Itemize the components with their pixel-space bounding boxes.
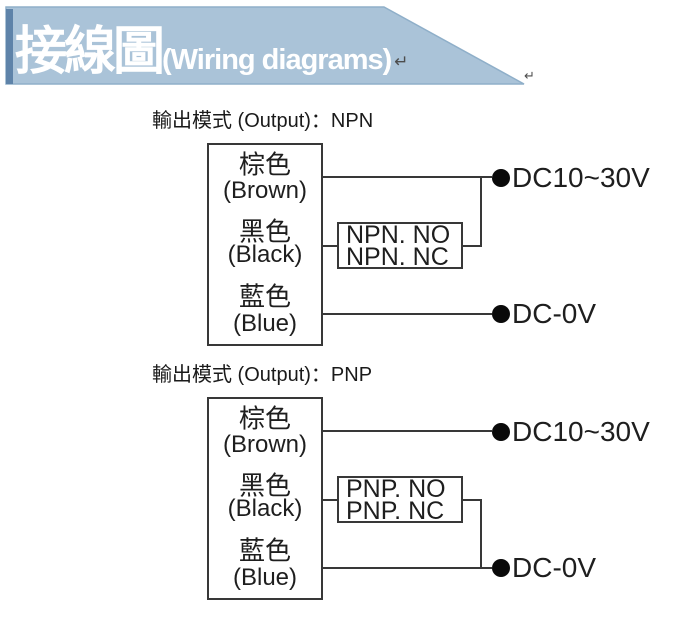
banner-left-edge	[6, 9, 13, 84]
output-mode-line-no: PNP. NO	[346, 474, 446, 503]
return-mark-icon: ↵	[394, 52, 409, 71]
banner-title: 接線圖 (Wiring diagrams) ↵	[15, 26, 409, 78]
wire-label-blue-en: (Blue)	[232, 564, 298, 591]
wire-label-brown-en: (Brown)	[222, 431, 307, 458]
wire-label-brown-cjk: 棕色	[238, 149, 291, 180]
output-mode-box: PNP. NO PNP. NC	[337, 476, 463, 523]
wire-black-line	[323, 245, 339, 247]
terminal-dot-negative-icon	[492, 305, 510, 323]
wire-label-black-en: (Black)	[227, 495, 303, 522]
banner-title-en: (Wiring diagrams)	[162, 44, 392, 76]
wire-label-blue-cjk: 藍色	[238, 535, 291, 566]
output-mode-line-nc: NPN. NC	[346, 242, 449, 271]
wire-label-blue-en: (Blue)	[232, 310, 298, 337]
wiring-diagram-pnp: 輸出模式 (Output)：PNP 棕色 (Brown) 黑色 (Black) …	[0, 254, 676, 606]
wire-label-brown-cjk: 棕色	[238, 403, 291, 434]
wire-brown-line	[323, 430, 492, 432]
wire-blue-line	[323, 313, 492, 315]
output-connector-vertical	[480, 500, 482, 569]
wire-label-brown-en: (Brown)	[222, 177, 307, 204]
output-mode-box: NPN. NO NPN. NC	[337, 222, 463, 269]
output-mode-line-nc: PNP. NC	[346, 496, 445, 525]
output-connector-horizontal	[460, 245, 482, 247]
wire-label-black-cjk: 黑色	[238, 216, 291, 247]
wiring-diagram-npn: 輸出模式 (Output)：NPN 棕色 (Brown) 黑色 (Black) …	[152, 110, 650, 346]
terminal-label-positive: DC10~30V	[512, 162, 650, 193]
sensor-box	[207, 397, 323, 600]
wire-label-black-cjk: 黑色	[238, 470, 291, 501]
output-connector-vertical	[480, 178, 482, 247]
wire-black-line	[323, 499, 339, 501]
terminal-dot-negative-icon	[492, 559, 510, 577]
section-heading: 輸出模式 (Output)：PNP	[152, 364, 373, 386]
output-connector-horizontal	[460, 499, 482, 501]
banner-title-cjk: 接線圖	[15, 23, 165, 81]
terminal-dot-positive-icon	[492, 169, 510, 187]
section-heading: 輸出模式 (Output)：NPN	[152, 110, 374, 132]
wire-label-black-en: (Black)	[227, 241, 303, 268]
output-mode-line-no: NPN. NO	[346, 220, 451, 249]
wire-blue-line	[323, 567, 492, 569]
terminal-label-negative: DC-0V	[512, 552, 597, 583]
terminal-label-negative: DC-0V	[512, 298, 597, 329]
return-mark-icon: ↵	[524, 68, 535, 83]
wire-label-blue-cjk: 藍色	[238, 281, 291, 312]
banner-shape	[5, 6, 525, 85]
terminal-label-positive: DC10~30V	[512, 416, 650, 447]
terminal-dot-positive-icon	[492, 423, 510, 441]
wire-brown-line	[323, 176, 492, 178]
sensor-box	[207, 143, 323, 346]
title-banner: 接線圖 (Wiring diagrams) ↵ ↵	[0, 0, 676, 95]
